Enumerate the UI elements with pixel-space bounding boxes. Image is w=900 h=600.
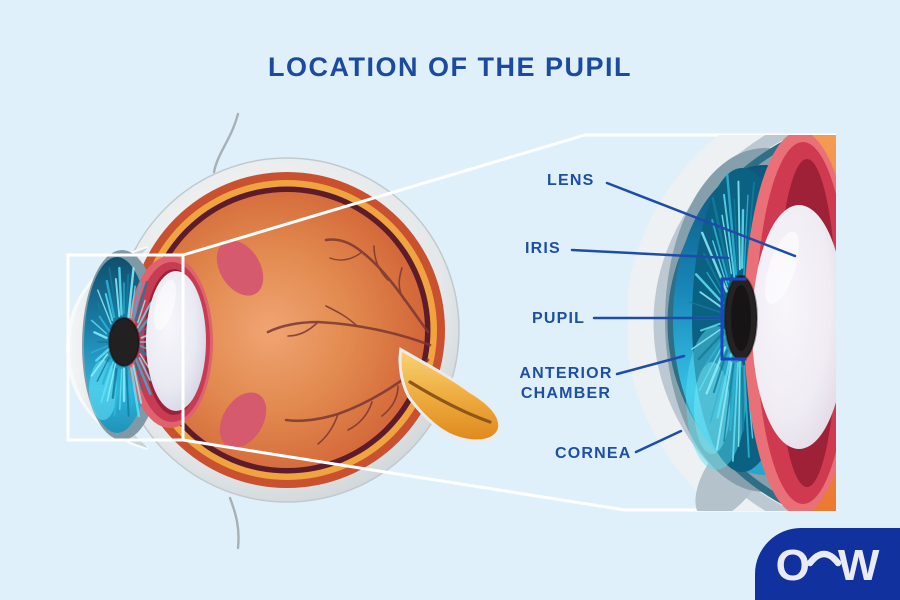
logo-letter-w: W bbox=[837, 541, 880, 590]
pupil-core-zoom bbox=[731, 285, 751, 351]
cornea-pointer-line bbox=[634, 429, 683, 454]
anterior-segment-left bbox=[65, 246, 213, 450]
zoom-region-box bbox=[66, 253, 185, 442]
label-iris: IRIS bbox=[525, 240, 561, 257]
logo-letter-o: O bbox=[775, 541, 810, 590]
pointer-lines bbox=[570, 181, 797, 454]
label-anterior-chamber-line2: CHAMBER bbox=[520, 385, 612, 402]
lens-pointer-line bbox=[605, 181, 797, 258]
pupil-bracket bbox=[720, 277, 747, 361]
lower-eyelash bbox=[228, 496, 240, 550]
anterior-chamber-pointer-line bbox=[615, 354, 686, 376]
lens-highlight-left bbox=[154, 279, 176, 331]
lens-zoom bbox=[752, 205, 836, 449]
ciliary-body-lower bbox=[219, 392, 267, 448]
cornea-band-gray bbox=[653, 135, 793, 511]
optic-nerve bbox=[398, 347, 502, 443]
lens-left bbox=[146, 271, 206, 411]
magnified-panel bbox=[628, 135, 836, 511]
upper-eyelash bbox=[212, 112, 240, 174]
label-anterior-chamber: ANTERIOR CHAMBER bbox=[514, 364, 618, 404]
left-eyeball bbox=[65, 112, 502, 550]
label-lens: LENS bbox=[547, 172, 595, 189]
arc-icon bbox=[806, 550, 842, 567]
iris-pointer-line bbox=[570, 248, 730, 260]
cornea-band-white bbox=[628, 135, 769, 511]
cornea-inner-rim bbox=[667, 135, 813, 511]
lens-highlight-zoom bbox=[764, 231, 800, 305]
label-cornea: CORNEA bbox=[555, 445, 632, 462]
label-anterior-chamber-line1: ANTERIOR bbox=[519, 365, 613, 382]
pupil-left bbox=[108, 317, 140, 367]
page-title: LOCATION OF THE PUPIL bbox=[268, 52, 632, 82]
ciliary-body-upper bbox=[216, 240, 264, 296]
brand-logo: O W bbox=[755, 528, 900, 600]
label-pupil: PUPIL bbox=[532, 310, 586, 327]
